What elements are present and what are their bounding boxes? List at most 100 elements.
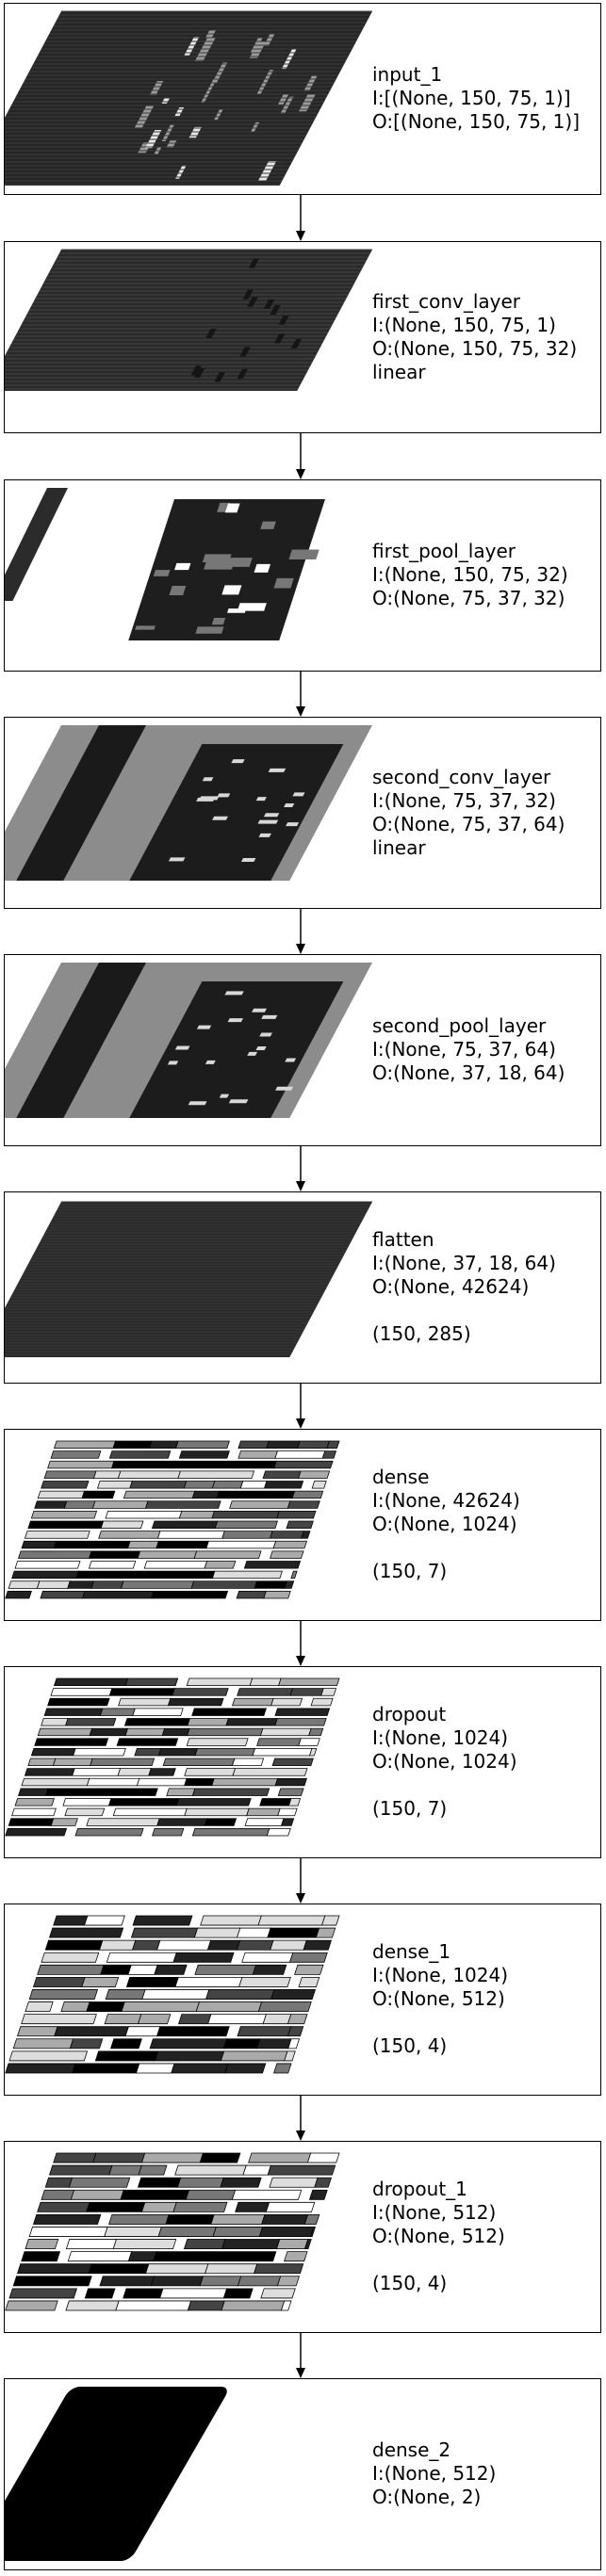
unit-bar <box>200 1915 262 1926</box>
unit-bar <box>82 1590 155 1599</box>
unit-bar <box>134 1747 162 1757</box>
unit-bar <box>138 2164 168 2176</box>
unit-bar <box>270 1697 303 1707</box>
unit-bar <box>249 1677 282 1687</box>
unit-bar <box>21 1777 90 1787</box>
unit-bar <box>70 2189 124 2200</box>
unit-bar <box>229 1500 291 1509</box>
unit-bar <box>62 1798 112 1806</box>
activation-mark <box>303 75 318 91</box>
unit-bar <box>108 1450 172 1459</box>
arrow-head <box>296 1418 305 1429</box>
unit-bar <box>260 2288 296 2299</box>
activation-mark <box>242 289 254 300</box>
unit-bar <box>124 1727 166 1737</box>
layer-output-shape: O:(None, 2) <box>372 2486 482 2508</box>
activation-mark <box>284 802 295 807</box>
activation-mark <box>231 759 245 764</box>
unit-bar <box>298 1976 320 1987</box>
feature-map-block <box>128 499 325 640</box>
unit-bar <box>117 1470 181 1479</box>
unit-bar <box>27 1520 105 1530</box>
unit-bar <box>308 1747 318 1757</box>
unit-bar <box>108 2164 142 2176</box>
arrow-head <box>296 944 305 954</box>
unit-bar <box>37 1490 86 1499</box>
unit-bar <box>74 1827 144 1837</box>
unit-bar <box>212 2227 264 2237</box>
unit-bar <box>162 1758 236 1767</box>
unit-bar <box>235 2201 270 2212</box>
activation-mark <box>260 521 276 529</box>
unit-bar <box>156 1939 212 1951</box>
unit-bar <box>34 1500 68 1509</box>
unit-bar <box>214 1520 278 1530</box>
unit-bar <box>184 1777 215 1787</box>
unit-bar <box>8 2288 78 2299</box>
unit-bar <box>274 1708 331 1716</box>
unit-bar <box>248 2152 312 2163</box>
layer-input-shape: I:(None, 37, 18, 64) <box>372 1252 556 1274</box>
unit-bar <box>112 2239 177 2250</box>
feature-map-plane <box>5 725 372 881</box>
unit-bar <box>165 2213 215 2225</box>
unit-bar <box>127 1540 159 1549</box>
unit-bar <box>41 2189 75 2200</box>
flow-arrow <box>296 2333 305 2378</box>
activation-mark <box>153 570 171 576</box>
layer-input-shape: I:(None, 150, 75, 32) <box>372 563 568 586</box>
activation-mark <box>278 315 289 325</box>
unit-bar <box>124 2026 161 2037</box>
unit-bar <box>294 1964 324 1975</box>
unit-bar <box>14 1798 55 1806</box>
unit-bar <box>68 2177 131 2188</box>
layer-visualization <box>5 2152 340 2311</box>
unit-bar <box>172 1688 229 1696</box>
unit-bar <box>284 2251 308 2262</box>
unit-bar <box>54 2026 129 2037</box>
unit-bar <box>253 2263 304 2275</box>
activation-mark <box>259 1032 272 1037</box>
unit-bar <box>28 1989 99 2000</box>
layer-name: first_conv_layer <box>372 289 521 313</box>
feature-map-plane <box>5 1201 372 1357</box>
unit-bar <box>232 1697 274 1707</box>
unit-bar <box>221 1531 273 1539</box>
unit-bar <box>48 2164 113 2176</box>
layer-name: flatten <box>372 1228 434 1251</box>
unit-bar <box>236 1590 267 1599</box>
unit-bar <box>127 2251 157 2262</box>
activation-mark <box>219 1094 230 1098</box>
activation-mark <box>174 562 191 571</box>
unit-bar <box>90 1580 124 1589</box>
unit-bar <box>231 2189 303 2200</box>
layer-output-shape: O:(None, 150, 75, 32) <box>372 336 578 360</box>
unit-bar <box>276 2276 301 2287</box>
unit-bar <box>206 2251 277 2262</box>
unit-bar <box>183 2239 226 2250</box>
layer-visualization <box>5 1915 340 2074</box>
unit-bar <box>187 1727 264 1737</box>
layer-display-shape: (150, 7) <box>372 1560 448 1582</box>
flow-arrow <box>296 2096 305 2141</box>
line-gap <box>372 2011 598 2034</box>
unit-bar <box>140 2152 205 2163</box>
unit-bar <box>191 1708 267 1716</box>
layer-name: second_pool_layer <box>372 1014 547 1037</box>
activation-mark <box>268 768 287 772</box>
unit-bar <box>154 2050 225 2062</box>
unit-bar <box>266 1440 301 1450</box>
activation-mark <box>261 1014 278 1019</box>
layer-activation: linear <box>372 360 426 383</box>
unit-bar <box>90 1758 156 1767</box>
unit-bar <box>24 1531 90 1539</box>
unit-bar <box>190 1580 258 1589</box>
unit-bar <box>326 1440 340 1450</box>
layer-input-shape: I:(None, 512) <box>372 2201 497 2224</box>
unit-bar <box>154 1964 188 1975</box>
unit-bar <box>150 2276 205 2287</box>
